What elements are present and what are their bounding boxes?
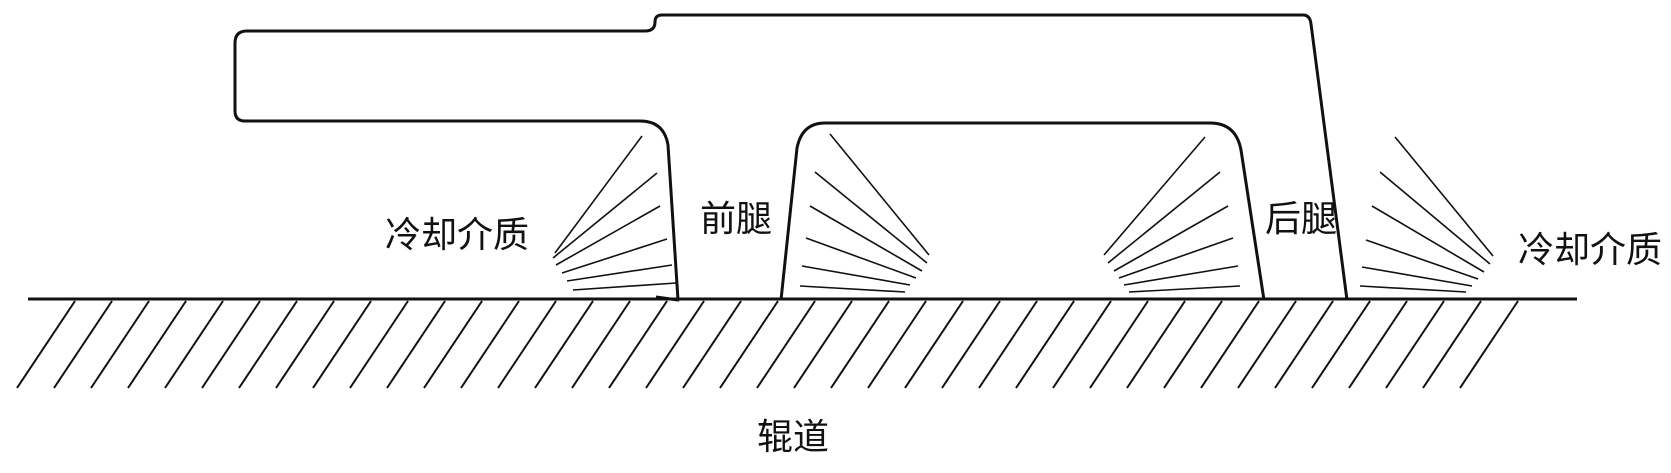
hatch-line bbox=[386, 300, 446, 389]
hatch-line bbox=[238, 300, 298, 389]
hatch-line bbox=[1126, 300, 1186, 389]
hatch-line bbox=[571, 300, 631, 389]
hatch-line bbox=[756, 300, 816, 389]
hatch-line bbox=[1237, 300, 1297, 389]
hatch-line bbox=[423, 300, 483, 389]
hatch-line bbox=[1052, 300, 1112, 389]
hatch-line bbox=[275, 300, 335, 389]
workpiece-outline bbox=[233, 13, 1349, 302]
hatch-line bbox=[164, 300, 224, 389]
hatch-line bbox=[793, 300, 853, 389]
hatch-line bbox=[497, 300, 557, 389]
cooling-medium-label-right: 冷却介质 bbox=[1518, 230, 1662, 271]
hatch-line bbox=[127, 300, 187, 389]
hatch-line bbox=[978, 300, 1038, 389]
hatch-line bbox=[904, 300, 964, 389]
hatch-line bbox=[1422, 300, 1482, 389]
hatch-line bbox=[1163, 300, 1223, 389]
roller-table-label: 辊道 bbox=[757, 417, 829, 458]
hatch-line bbox=[1348, 300, 1408, 389]
hatch-line bbox=[645, 300, 705, 389]
hatch-line bbox=[1311, 300, 1371, 389]
front-leg-label: 前腿 bbox=[700, 199, 772, 240]
hatch-line bbox=[53, 300, 113, 389]
hatch-line bbox=[1200, 300, 1260, 389]
cooling-spray-rear-leg-inner bbox=[1103, 136, 1241, 293]
cooling-spray-right-outer bbox=[1359, 136, 1494, 293]
hatch-line bbox=[719, 300, 779, 389]
hatch-line bbox=[460, 300, 520, 389]
roller-table-hatching bbox=[16, 300, 1519, 389]
hatch-line bbox=[90, 300, 150, 389]
hatch-line bbox=[867, 300, 927, 389]
hatch-line bbox=[682, 300, 742, 389]
hatch-line bbox=[608, 300, 668, 389]
rear-leg-label: 后腿 bbox=[1265, 199, 1337, 240]
hatch-line bbox=[16, 300, 76, 389]
cooling-medium-label-left: 冷却介质 bbox=[385, 215, 529, 256]
hatch-line bbox=[941, 300, 1001, 389]
cooling-spray-left-outer bbox=[552, 135, 677, 291]
hatch-line bbox=[349, 300, 409, 389]
cooling-spray-front-leg-inner bbox=[799, 133, 930, 293]
hatch-line bbox=[1459, 300, 1519, 389]
hatch-line bbox=[1015, 300, 1075, 389]
hatch-line bbox=[830, 300, 890, 389]
hatch-line bbox=[312, 300, 372, 389]
hatch-line bbox=[201, 300, 261, 389]
hatch-line bbox=[1274, 300, 1334, 389]
hatch-line bbox=[534, 300, 594, 389]
workpiece-inner-arch bbox=[779, 121, 1266, 301]
hatch-line bbox=[1385, 300, 1445, 389]
hatch-line bbox=[1089, 300, 1149, 389]
